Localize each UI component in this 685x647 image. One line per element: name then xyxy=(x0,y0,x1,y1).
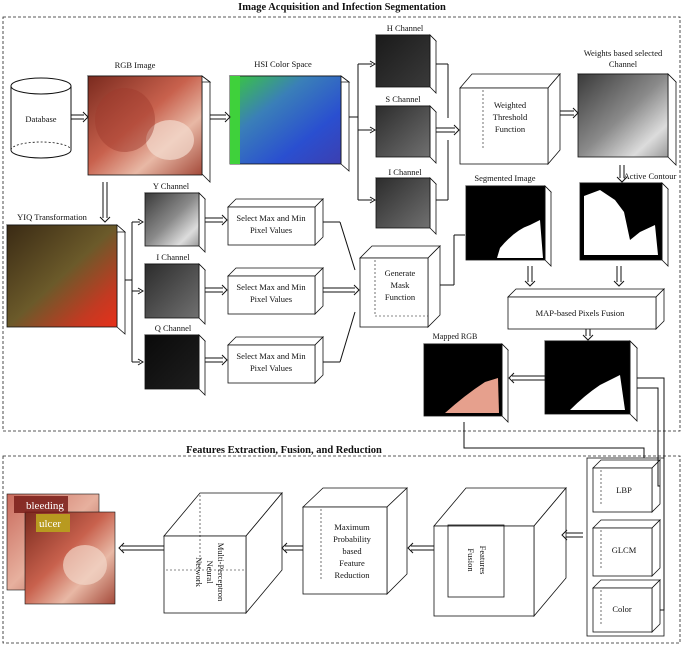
generate-mask-line1: Generate xyxy=(385,268,416,278)
s-channel-label: S Channel xyxy=(385,94,421,104)
weights-selected-line2: Channel xyxy=(609,59,638,69)
color-label: Color xyxy=(612,604,632,614)
y-channel-block: Y Channel xyxy=(144,181,206,253)
bleeding-tag: bleeding xyxy=(26,500,64,512)
segmented-label: Segmented Image xyxy=(474,173,535,183)
i-channel-yiq-label: I Channel xyxy=(156,252,190,262)
h-channel-block: H Channel xyxy=(375,23,437,94)
lbp-block: LBP xyxy=(592,459,661,513)
database-label: Database xyxy=(25,114,56,124)
max-prob-block: Maximum Probability based Feature Reduct… xyxy=(301,487,409,595)
rgb-image-block: RGB Image xyxy=(86,60,212,183)
i-channel-hsi-block: I Channel xyxy=(375,167,437,235)
glcm-label: GLCM xyxy=(612,545,637,555)
fused-mask-block xyxy=(544,340,638,422)
max-prob-line5: Reduction xyxy=(335,570,371,580)
generate-mask-line3: Function xyxy=(385,292,416,302)
select-maxmin-3: Select Max and Min Pixel Values xyxy=(227,336,324,384)
hsi-label: HSI Color Space xyxy=(254,59,312,69)
yiq-label: YIQ Transformation xyxy=(17,212,87,222)
generate-mask-block: Generate Mask Function xyxy=(359,245,441,328)
rgb-image-label: RGB Image xyxy=(115,60,156,70)
h-channel-label: H Channel xyxy=(387,23,424,33)
glcm-block: GLCM xyxy=(592,519,661,577)
database-node: Database xyxy=(10,77,72,159)
select-maxmin-3-line2: Pixel Values xyxy=(250,363,292,373)
generate-mask-line2: Mask xyxy=(391,280,411,290)
i-channel-hsi-label: I Channel xyxy=(388,167,422,177)
section-frame-top xyxy=(2,16,681,432)
max-prob-line4: Feature xyxy=(339,558,365,568)
weighted-threshold-block: Weighted Threshold Function xyxy=(459,72,561,166)
mapped-rgb-label: Mapped RGB xyxy=(433,332,478,341)
i-channel-yiq-block: I Channel xyxy=(144,252,206,325)
select-maxmin-1: Select Max and Min Pixel Values xyxy=(227,198,324,246)
map-fusion-label: MAP-based Pixels Fusion xyxy=(536,308,626,318)
yiq-block: YIQ Transformation xyxy=(5,212,127,335)
select-maxmin-2: Select Max and Min Pixel Values xyxy=(227,267,324,315)
color-block: Color xyxy=(592,579,661,633)
mapped-rgb-block: Mapped RGB xyxy=(423,332,509,423)
active-contour-block: Active Contour xyxy=(579,171,677,267)
hsi-block: HSI Color Space xyxy=(228,59,351,172)
select-maxmin-3-line1: Select Max and Min xyxy=(236,351,306,361)
max-prob-line2: Probability xyxy=(333,534,372,544)
mlp-line3: Network xyxy=(194,557,204,587)
max-prob-line3: based xyxy=(342,546,362,556)
connectors xyxy=(71,60,665,611)
map-fusion-block: MAP-based Pixels Fusion xyxy=(507,288,665,330)
section-frame-bottom xyxy=(2,455,681,644)
select-maxmin-2-line2: Pixel Values xyxy=(250,294,292,304)
max-prob-line1: Maximum xyxy=(334,522,370,532)
section-title-top: Image Acquisition and Infection Segmenta… xyxy=(238,2,446,13)
features-fusion-line1: Features xyxy=(478,546,488,575)
mlp-block: Multi-Perceptron Neural Network xyxy=(163,491,283,615)
weights-selected-block: Weights based selected Channel xyxy=(577,48,677,166)
mlp-line1: Multi-Perceptron xyxy=(216,543,226,602)
mlp-line2: Neural xyxy=(205,560,215,584)
weighted-threshold-line3: Function xyxy=(495,124,526,134)
ulcer-tag: ulcer xyxy=(39,518,61,530)
lbp-label: LBP xyxy=(616,485,632,495)
output-images: bleeding ulcer xyxy=(6,493,116,605)
weighted-threshold-line2: Threshold xyxy=(493,112,528,122)
features-fusion-line2: Fusion xyxy=(466,548,476,572)
segmented-image-block: Segmented Image xyxy=(465,173,552,267)
active-contour-label: Active Contour xyxy=(624,171,677,181)
section-title-bottom: Features Extraction, Fusion, and Reducti… xyxy=(186,445,382,456)
select-maxmin-1-line1: Select Max and Min xyxy=(236,213,306,223)
select-maxmin-1-line2: Pixel Values xyxy=(250,225,292,235)
y-channel-label: Y Channel xyxy=(153,181,190,191)
weighted-threshold-line1: Weighted xyxy=(494,100,527,110)
q-channel-label: Q Channel xyxy=(155,323,192,333)
q-channel-block: Q Channel xyxy=(144,323,206,396)
weights-selected-line1: Weights based selected xyxy=(584,48,663,58)
features-fusion-block: Features Fusion xyxy=(433,486,567,618)
s-channel-block: S Channel xyxy=(375,94,437,164)
select-maxmin-2-line1: Select Max and Min xyxy=(236,282,306,292)
